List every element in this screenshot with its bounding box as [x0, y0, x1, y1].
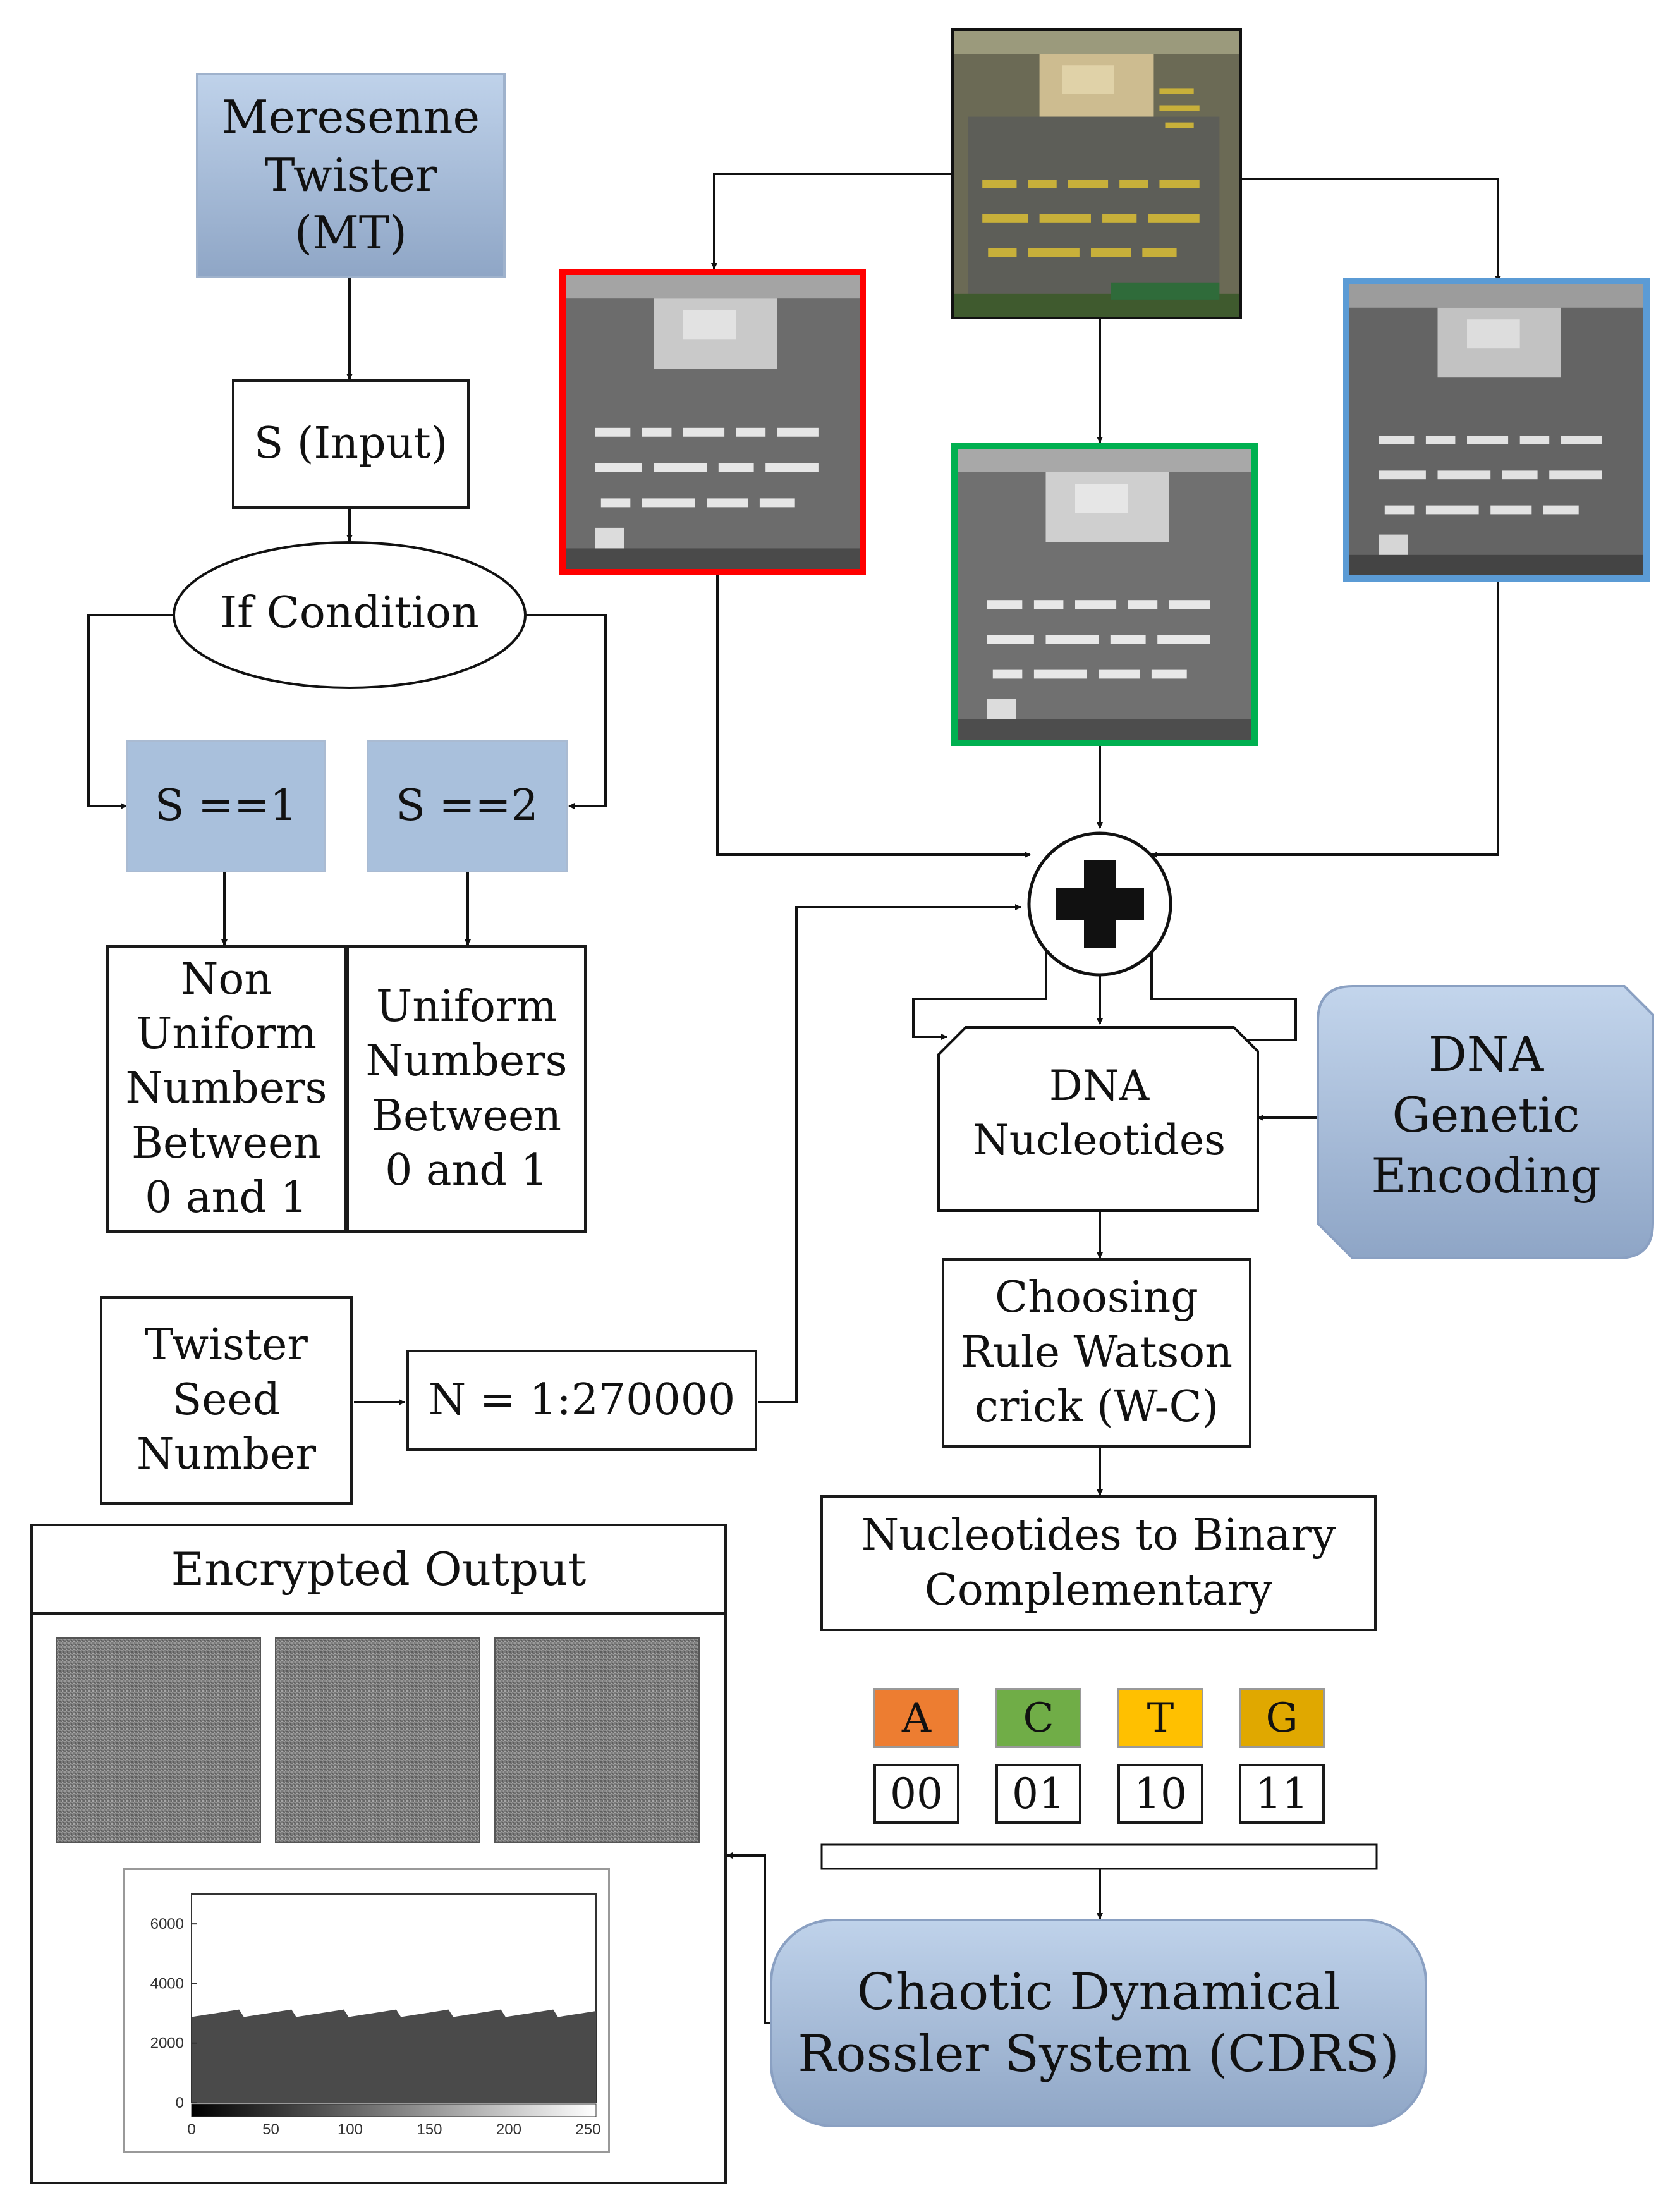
nucleotide-c: C [995, 1688, 1081, 1748]
code-t: 10 [1117, 1764, 1203, 1824]
uniform-box: Uniform Numbers Between 0 and 1 [346, 945, 587, 1233]
s1-label: S ==1 [154, 780, 298, 831]
if-condition-ellipse [173, 541, 527, 689]
aerial-gray-graphic-red [566, 275, 860, 569]
s2-box: S ==2 [367, 740, 568, 872]
s-input-box: S (Input) [232, 379, 470, 509]
encrypted-image-3 [494, 1637, 700, 1843]
mt-box: Meresenne Twister (MT) [196, 73, 506, 278]
noise-texture [496, 1639, 698, 1842]
green-channel-image [951, 443, 1258, 746]
mt-label: Meresenne Twister (MT) [221, 90, 480, 260]
code-c-value: 01 [1012, 1770, 1065, 1818]
nucleotide-a-letter: A [901, 1694, 932, 1742]
cdrs-label: Chaotic Dynamical Rossler System (CDRS) [798, 1962, 1399, 2083]
histogram-y-tick: 2000 [150, 2035, 184, 2052]
choosing-rule-box: Choosing Rule Watson crick (W-C) [942, 1258, 1251, 1448]
aerial-gray-graphic-blue [1349, 284, 1643, 575]
blue-channel-image [1343, 278, 1650, 582]
code-g: 11 [1239, 1764, 1325, 1824]
code-t-value: 10 [1134, 1770, 1187, 1818]
histogram-x-tick: 50 [262, 2121, 279, 2138]
non-uniform-box: Non Uniform Numbers Between 0 and 1 [106, 945, 346, 1233]
choosing-rule-label: Choosing Rule Watson crick (W-C) [960, 1273, 1233, 1433]
arrow-if-to-s2 [525, 614, 607, 809]
twister-seed-box: Twister Seed Number [100, 1296, 353, 1505]
n-range-label: N = 1:270000 [428, 1374, 736, 1425]
nucleotide-g: G [1239, 1688, 1325, 1748]
code-a-value: 00 [890, 1770, 943, 1818]
dna-nucleotides-shape [937, 1026, 1259, 1212]
arrow-orig-to-blue [1242, 178, 1501, 282]
aerial-gray-graphic-green [958, 449, 1251, 740]
plus-combiner [1027, 831, 1172, 977]
twister-seed-label: Twister Seed Number [136, 1320, 317, 1480]
original-image [951, 28, 1242, 319]
histogram-x-tick: 150 [417, 2121, 442, 2138]
nuc-binary-box: Nucleotides to Binary Complementary [820, 1495, 1377, 1631]
dna-genetic-label: DNA Genetic Encoding [1371, 1026, 1601, 1204]
arrow-red-to-plus [716, 572, 1031, 858]
binary-bar [820, 1843, 1378, 1870]
dna-genetic-shape [1317, 985, 1654, 1259]
histogram-bars [192, 2009, 596, 2103]
histogram-x-tick: 250 [575, 2121, 600, 2138]
histogram-x-tick: 0 [187, 2121, 195, 2138]
histogram-frame: 0 2000 4000 6000 0 50 100 150 200 250 [123, 1868, 610, 2153]
code-a: 00 [873, 1764, 959, 1824]
code-g-value: 11 [1255, 1770, 1308, 1818]
noise-texture [276, 1639, 479, 1842]
encrypted-image-2 [275, 1637, 480, 1843]
noise-texture [57, 1639, 260, 1842]
nucleotide-t-letter: T [1147, 1694, 1174, 1742]
aerial-color-graphic [954, 31, 1239, 317]
nucleotide-t: T [1117, 1688, 1203, 1748]
arrow-blue-to-plus [1151, 582, 1499, 858]
n-range-box: N = 1:270000 [406, 1350, 757, 1451]
uniform-label: Uniform Numbers Between 0 and 1 [365, 981, 568, 1195]
if-condition-label: If Condition [220, 588, 479, 638]
s1-box: S ==1 [126, 740, 326, 872]
nucleotide-a: A [873, 1688, 959, 1748]
histogram-chart: 0 2000 4000 6000 0 50 100 150 200 250 [150, 1893, 600, 2138]
code-c: 01 [995, 1764, 1081, 1824]
red-channel-image [559, 269, 866, 575]
nucleotide-g-letter: G [1265, 1694, 1298, 1742]
encrypted-output-title: Encrypted Output [33, 1526, 724, 1615]
arrow-n-to-plus [758, 904, 1021, 1403]
nucleotide-c-letter: C [1023, 1694, 1054, 1742]
arrow-orig-to-red [711, 173, 951, 269]
arrow-plus-to-dna-right [1150, 948, 1297, 1043]
histogram-y-tick: 6000 [150, 1916, 184, 1933]
non-uniform-label: Non Uniform Numbers Between 0 and 1 [125, 954, 327, 1223]
cdrs-box: Chaotic Dynamical Rossler System (CDRS) [770, 1919, 1427, 2127]
s-input-label: S (Input) [253, 419, 448, 469]
histogram-y-tick: 4000 [150, 1975, 184, 1992]
histogram-gray-scale [191, 2103, 597, 2117]
histogram-y-tick: 0 [176, 2094, 184, 2112]
histogram-x-tick: 200 [496, 2121, 521, 2138]
arrow-plus-to-dna-left [912, 948, 1047, 1040]
nuc-binary-label: Nucleotides to Binary Complementary [861, 1510, 1336, 1615]
arrow-if-to-s1 [87, 614, 176, 809]
dna-nucleotides-label: DNA Nucleotides [973, 1061, 1226, 1165]
arrow-cdrs-to-output [726, 1852, 770, 2024]
histogram-x-tick: 100 [338, 2121, 363, 2138]
encrypted-image-1 [56, 1637, 261, 1843]
s2-label: S ==2 [396, 780, 539, 831]
